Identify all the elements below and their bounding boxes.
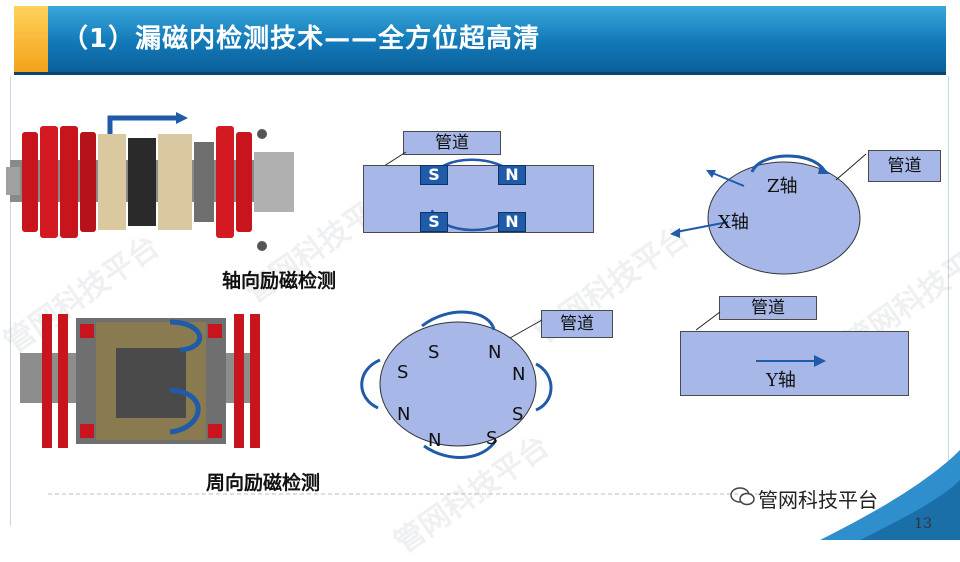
magnet-s-bottom: S	[420, 212, 448, 232]
axial-excitation-tool-image	[6, 112, 294, 251]
pole-label: S	[512, 404, 524, 425]
pipe-label: 管道	[541, 310, 613, 338]
left-frame-line	[10, 76, 11, 526]
pole-label: S	[397, 362, 409, 383]
pole-label: N	[397, 404, 411, 425]
axial-caption: 轴向励磁检测	[222, 270, 337, 292]
magnet-s-top: S	[420, 165, 448, 185]
pole-label: N	[428, 430, 442, 451]
y-axis-label: Y轴	[766, 370, 796, 391]
pole-label: S	[486, 428, 498, 449]
wechat-icon	[730, 487, 755, 506]
brand-name: 管网科技平台	[758, 488, 878, 512]
z-axis-label: Z轴	[767, 176, 798, 197]
circumferential-pipe-diagram	[360, 310, 553, 459]
slide-title: （1）漏磁内检测技术——全方位超高清	[62, 24, 541, 54]
magnet-n-top: N	[498, 165, 526, 185]
pipe-label: 管道	[403, 131, 501, 155]
pole-label: S	[428, 342, 440, 363]
x-axis-label: X轴	[718, 212, 749, 233]
pipe-label: 管道	[719, 296, 817, 320]
pole-label: N	[512, 364, 526, 385]
footer-decoration	[48, 450, 960, 540]
axis-ellipse-diagram	[670, 153, 867, 275]
magnet-n-bottom: N	[498, 212, 526, 232]
pipe-label: 管道	[868, 150, 941, 182]
circumferential-caption: 周向励磁检测	[206, 472, 321, 494]
y-axis-arrow	[756, 355, 826, 367]
pipe-wall-axial	[363, 165, 594, 233]
pole-label: N	[488, 342, 502, 363]
title-bar	[14, 6, 946, 75]
right-frame-line	[948, 76, 949, 526]
pipe-wall-y-axis	[680, 331, 909, 396]
pipe-label-leader	[695, 311, 721, 331]
pipe-label-leader	[383, 151, 407, 167]
page-number: 13	[914, 516, 932, 532]
title-accent	[14, 6, 48, 72]
circumferential-excitation-tool-image	[20, 314, 260, 448]
